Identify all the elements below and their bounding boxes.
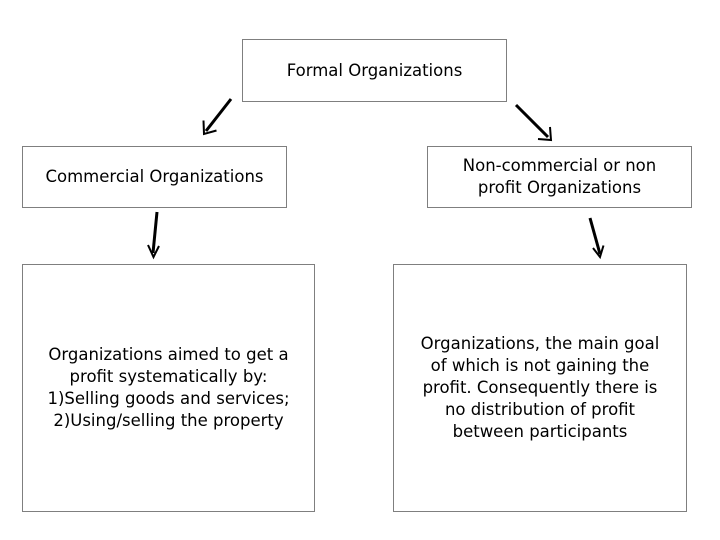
node-commercial-description: Organizations aimed to get a profit syst… <box>22 264 315 512</box>
arrow-root-to-noncommercial <box>514 103 553 142</box>
node-commercial-organizations: Commercial Organizations <box>22 146 287 208</box>
node-formal-organizations-label: Formal Organizations <box>286 60 463 80</box>
node-noncommercial-description: Organizations, the main goal of which is… <box>393 264 687 512</box>
arrow-root-to-commercial <box>202 98 233 136</box>
node-noncommercial-organizations: Non-commercial or non profit Organizatio… <box>427 146 692 208</box>
node-commercial-description-label: Organizations aimed to get a profit syst… <box>47 345 290 430</box>
arrow-commercial-to-description <box>147 211 160 260</box>
node-commercial-organizations-label: Commercial Organizations <box>45 167 264 186</box>
node-noncommercial-description-label: Organizations, the main goal of which is… <box>420 334 660 441</box>
node-noncommercial-organizations-label: Non-commercial or non profit Organizatio… <box>462 156 657 197</box>
arrow-noncommercial-to-description <box>588 217 605 260</box>
node-formal-organizations: Formal Organizations <box>242 39 507 102</box>
